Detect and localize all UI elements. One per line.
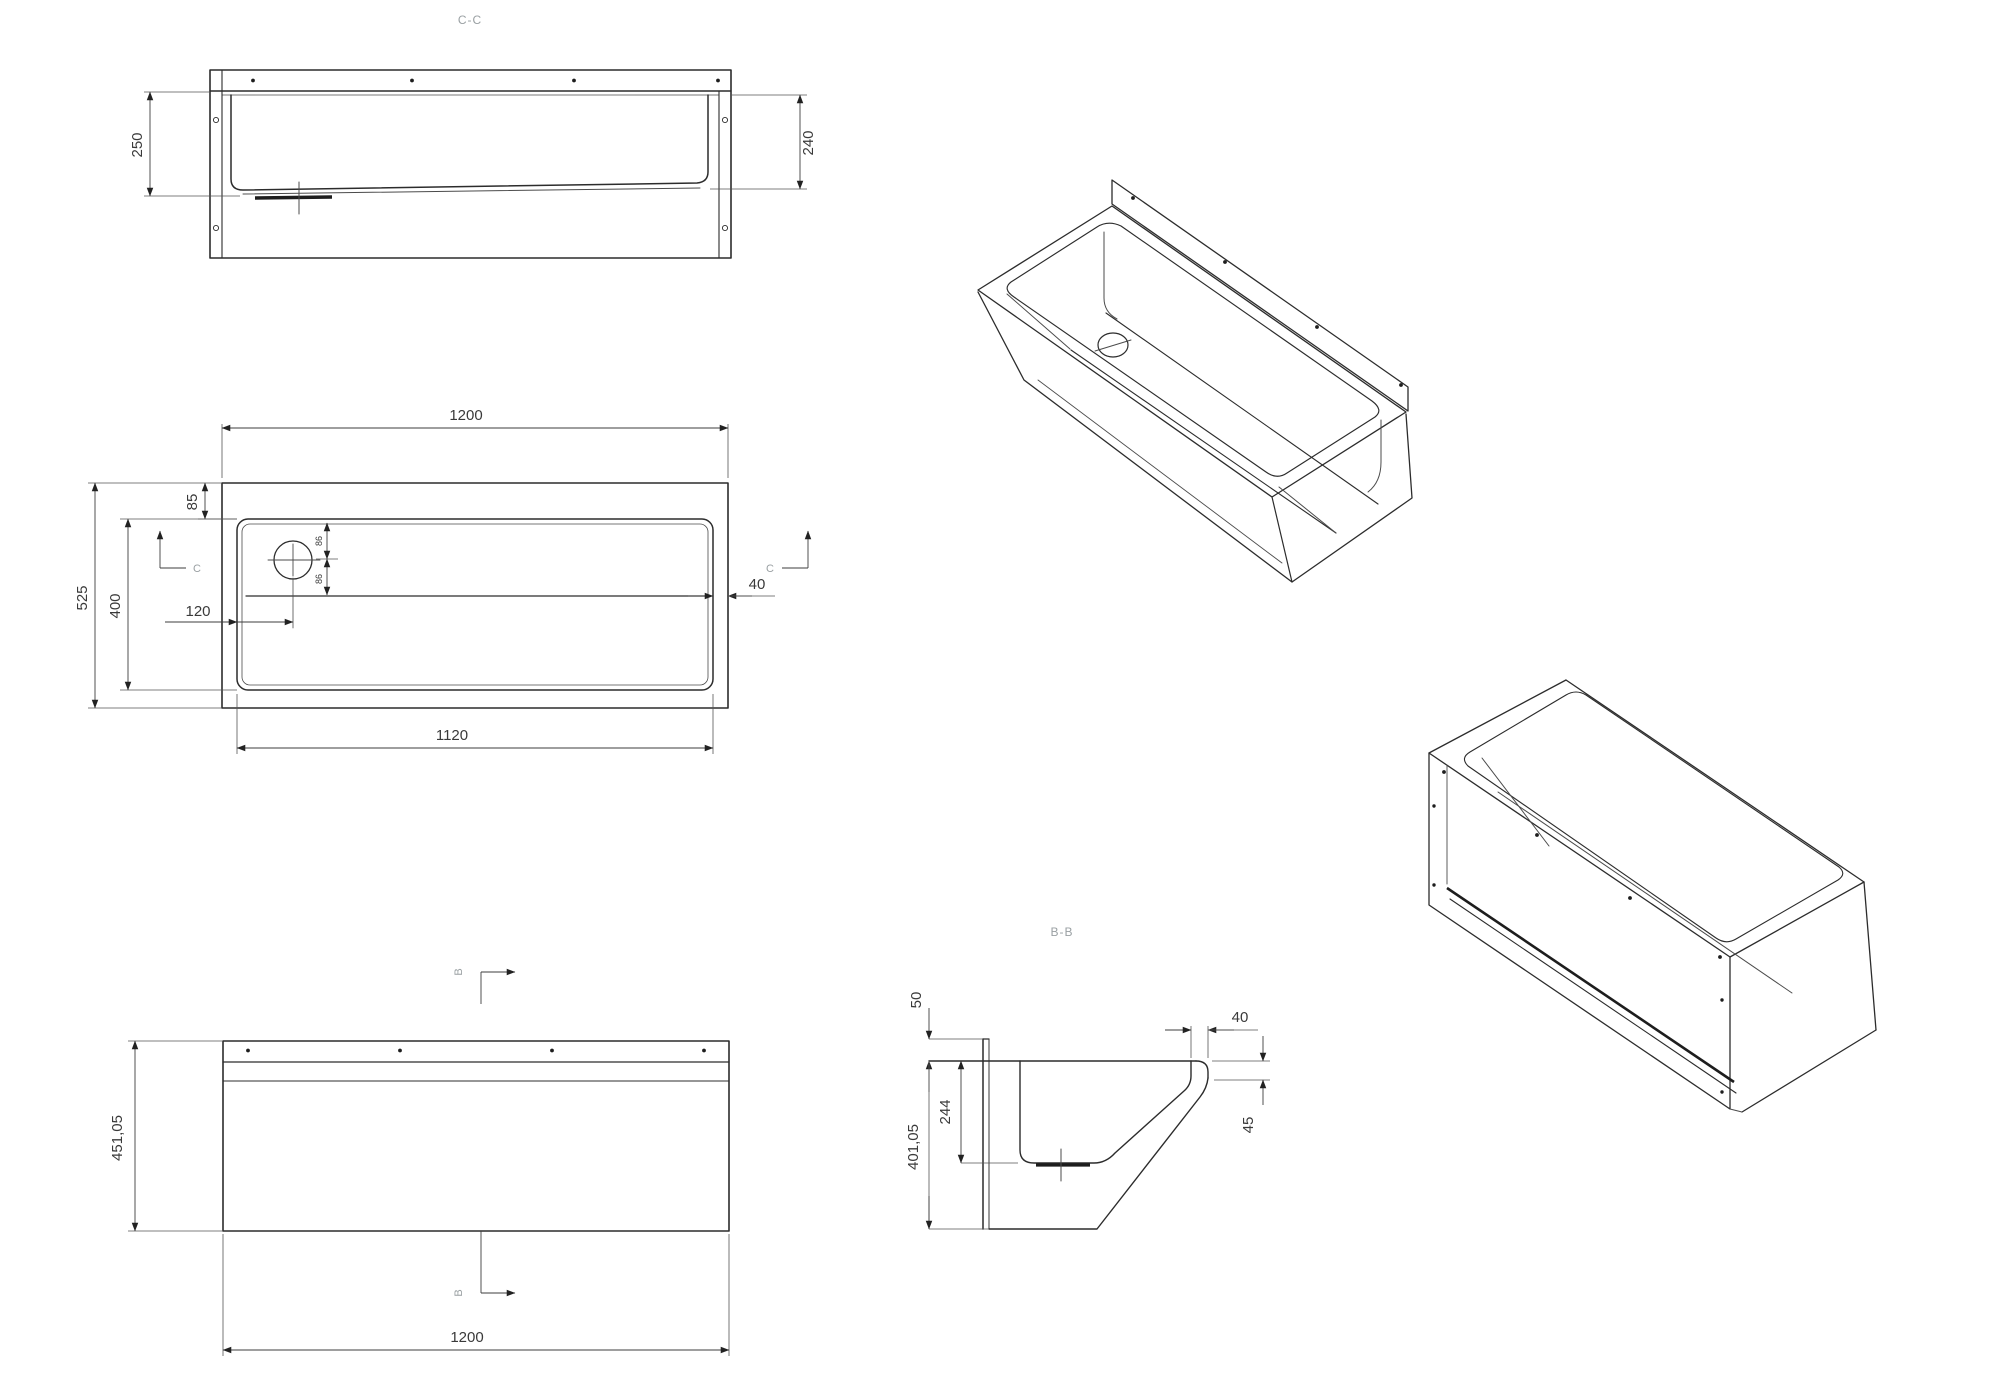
view-isometric-top xyxy=(977,179,1413,583)
iso2-bottom-connector xyxy=(1729,1108,1743,1113)
dim-label-400: 400 xyxy=(107,593,124,618)
mounting-hole-dot xyxy=(410,78,414,83)
iso2-left-end-slope-edge xyxy=(1481,757,1550,847)
section-cc-linework xyxy=(209,69,732,259)
dim-label-525: 525 xyxy=(74,585,91,610)
dim-label-244: 244 xyxy=(937,1099,954,1124)
iso-bottom-far-edge xyxy=(1105,312,1379,505)
mounting-hole-dot xyxy=(1131,196,1135,200)
front-outline xyxy=(222,1040,730,1232)
iso-right-slope-edge xyxy=(1278,486,1337,534)
end-cap-hole xyxy=(721,224,729,232)
dim-label-250: 250 xyxy=(129,132,146,157)
front-section-marker-top: B xyxy=(453,968,516,1004)
section-bb-dimensions: 50 401,05 244 40 45 xyxy=(905,992,1270,1230)
basin-rim xyxy=(236,518,714,691)
view-plan: 1200 85 C C 86 86 120 xyxy=(74,407,812,754)
iso-left-slope-edge xyxy=(1006,293,1071,350)
panel-side-hole-dot xyxy=(1432,804,1436,808)
dim-label-1120: 1120 xyxy=(436,727,468,744)
dim-label-1200-plan: 1200 xyxy=(449,407,482,424)
front-linework xyxy=(222,1040,730,1232)
dim-label-401: 401,05 xyxy=(905,1124,922,1170)
panel-side-hole-dot xyxy=(1432,883,1436,887)
basin-inner-profile xyxy=(1019,1060,1192,1164)
mounting-hole-dot xyxy=(398,1048,402,1053)
iso-apron-inner-line xyxy=(1037,379,1283,564)
mounting-hole-dot xyxy=(550,1048,554,1053)
section-marker-c-right: C xyxy=(766,563,774,575)
mounting-hole-dot xyxy=(572,78,576,83)
section-marker-b-bottom: B xyxy=(453,1289,465,1296)
mounting-hole-dot xyxy=(1223,260,1227,264)
basin-profile xyxy=(230,94,709,191)
mounting-hole-dot xyxy=(246,1048,250,1053)
iso-drain-slash xyxy=(1094,339,1132,352)
plan-linework xyxy=(221,482,729,709)
iso2-bottom-slot-dark xyxy=(1446,886,1735,1084)
iso-left-inner-corner xyxy=(1103,231,1118,320)
end-cap-hole xyxy=(212,224,220,232)
mounting-hole-dot xyxy=(1535,833,1539,837)
back-panel-outline xyxy=(209,69,732,259)
end-cap-hole xyxy=(212,116,220,124)
iso-end-cap-edge xyxy=(1271,496,1293,583)
mounting-hole-dot xyxy=(716,78,720,83)
dim-label-40-plan: 40 xyxy=(749,576,766,593)
iso2-bottom-slot-edge xyxy=(1449,898,1737,1094)
iso-bottom-near-edge xyxy=(1070,349,1337,534)
section-bb-title: B-B xyxy=(1050,925,1073,939)
section-bb-linework xyxy=(928,1038,1209,1230)
dim-label-451: 451,05 xyxy=(109,1115,126,1161)
iso2-rim-left-end xyxy=(1428,679,1567,754)
mounting-hole-dot xyxy=(1718,955,1722,959)
mounting-hole-dot xyxy=(251,78,255,83)
dim-label-86-upper: 86 xyxy=(314,536,324,546)
view-section-bb: B-B 50 401,05 244 xyxy=(905,925,1270,1230)
view-front: B 451,05 B 1200 xyxy=(109,968,730,1356)
front-dimensions: 451,05 B 1200 xyxy=(109,1040,730,1356)
mounting-hole-dot xyxy=(1442,770,1446,774)
drain-boss xyxy=(254,195,333,200)
dim-label-1200-front: 1200 xyxy=(450,1329,483,1346)
mounting-hole-dot xyxy=(702,1048,706,1053)
plan-dimensions: 1200 85 C C 86 86 120 xyxy=(74,407,812,754)
iso2-bottom-front-edge xyxy=(1741,1029,1877,1113)
basin-profile-outer xyxy=(242,187,701,195)
mounting-hole-dot xyxy=(1399,383,1403,387)
iso2-slope-crease xyxy=(1497,791,1793,994)
lip-outer-corner xyxy=(1195,1060,1209,1079)
end-cap-hole xyxy=(721,116,729,124)
panel-side-hole-dot xyxy=(1720,1090,1724,1094)
section-cc-title: C-C xyxy=(458,13,482,27)
iso2-rim-right-end xyxy=(1729,881,1865,958)
dim-label-85: 85 xyxy=(184,494,201,511)
outer-slope-and-bottom xyxy=(988,1077,1209,1230)
iso-drain-hole xyxy=(1097,332,1129,358)
iso-rim-outer xyxy=(977,205,1407,498)
view-section-cc: C-C 250 24 xyxy=(129,13,817,259)
dim-label-45: 45 xyxy=(1240,1117,1257,1134)
dim-label-40-bb: 40 xyxy=(1232,1009,1249,1026)
iso2-right-end-outer xyxy=(1863,881,1877,1031)
dim-label-240: 240 xyxy=(800,130,817,155)
dim-label-86-lower: 86 xyxy=(314,574,324,584)
iso2-rim-opening xyxy=(1463,691,1844,943)
section-marker-c-left: C xyxy=(193,563,201,575)
mounting-hole-dot xyxy=(1628,896,1632,900)
iso-right-inner-corner xyxy=(1367,419,1382,493)
dim-label-120: 120 xyxy=(185,603,210,620)
section-marker-b-top: B xyxy=(453,968,465,975)
iso-rim-opening xyxy=(1006,222,1380,477)
basin-rim-inner xyxy=(241,523,709,686)
dim-label-50: 50 xyxy=(908,992,925,1009)
iso-back-panel xyxy=(1111,179,1409,412)
mounting-hole-dot xyxy=(1315,325,1319,329)
view-isometric-bottom xyxy=(1428,679,1877,1113)
section-cc-dimensions: 250 240 xyxy=(129,91,817,197)
iso2-back-panel xyxy=(1428,752,1731,1110)
iso2-rim-far-edge xyxy=(1565,679,1865,883)
panel-side-hole-dot xyxy=(1720,998,1724,1002)
